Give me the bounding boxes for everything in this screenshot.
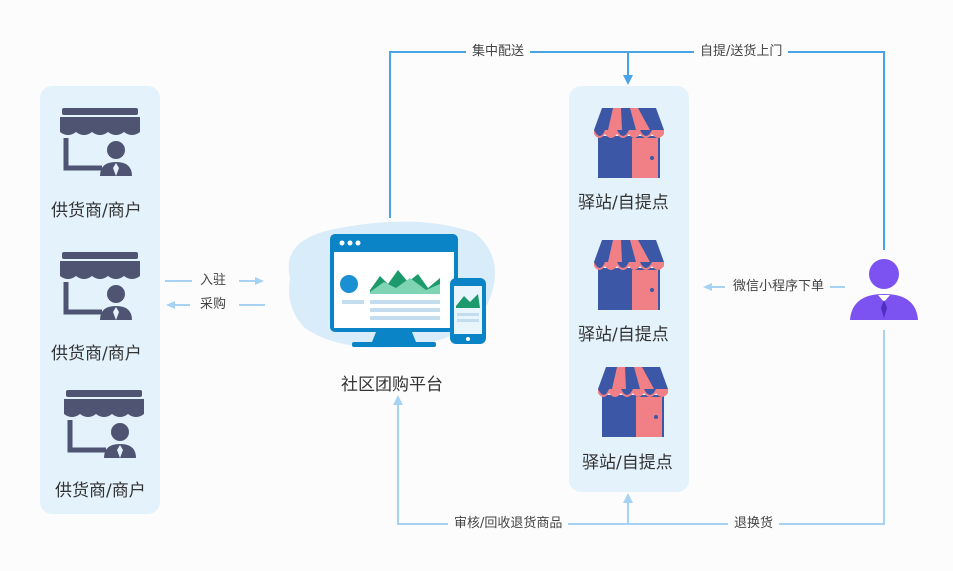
station-shop-icon [594,240,664,310]
supplier-label: 供货商/商户 [51,201,142,221]
return-exchange-label: 退换货 [728,516,780,532]
central-delivery-label: 集中配送 [466,44,531,60]
station-shop-icon [594,108,664,178]
user-icon [850,259,918,320]
supplier-shop-icon [64,390,144,458]
station-shop-icon [598,367,668,437]
purchase-label: 采购 [200,297,227,312]
return-line [393,330,885,525]
supplier-label: 供货商/商户 [51,344,142,364]
central-delivery-line [389,51,885,250]
pickup-delivery-label: 自提/送货上门 [694,44,789,60]
station-label: 驿站/自提点 [582,453,673,473]
settle-in-label: 入驻 [200,273,227,288]
supplier-label: 供货商/商户 [55,481,146,501]
supplier-panel [40,86,160,514]
station-label: 驿站/自提点 [578,325,669,345]
platform-label: 社区团购平台 [341,375,443,395]
wechat-order-label: 微信小程序下单 [733,279,825,294]
station-label: 驿站/自提点 [578,193,669,213]
audit-return-label: 审核/回收退货商品 [448,516,569,532]
supplier-shop-icon [60,108,140,176]
supplier-shop-icon [60,252,140,320]
platform-monitor-icon [288,221,495,348]
